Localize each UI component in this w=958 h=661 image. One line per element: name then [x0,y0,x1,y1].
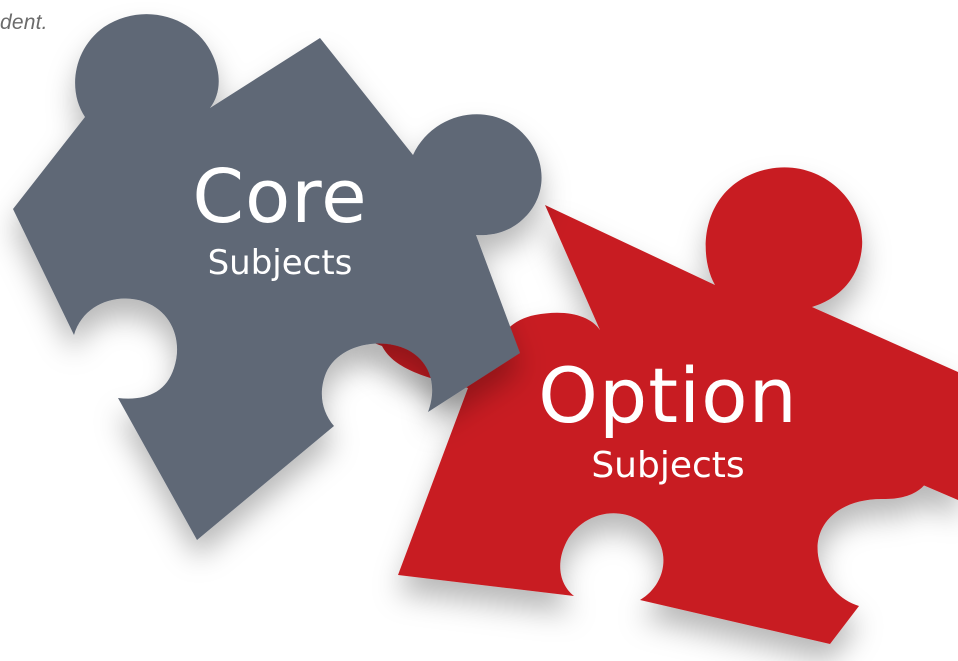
option-puzzle-piece [356,167,958,644]
caption-fragment: dent. [0,11,48,34]
core-puzzle-piece [13,14,542,541]
option-subtitle: Subjects [591,445,745,486]
core-subtitle: Subjects [207,243,353,283]
core-title: Core [192,154,368,240]
option-title: Option [538,351,798,440]
